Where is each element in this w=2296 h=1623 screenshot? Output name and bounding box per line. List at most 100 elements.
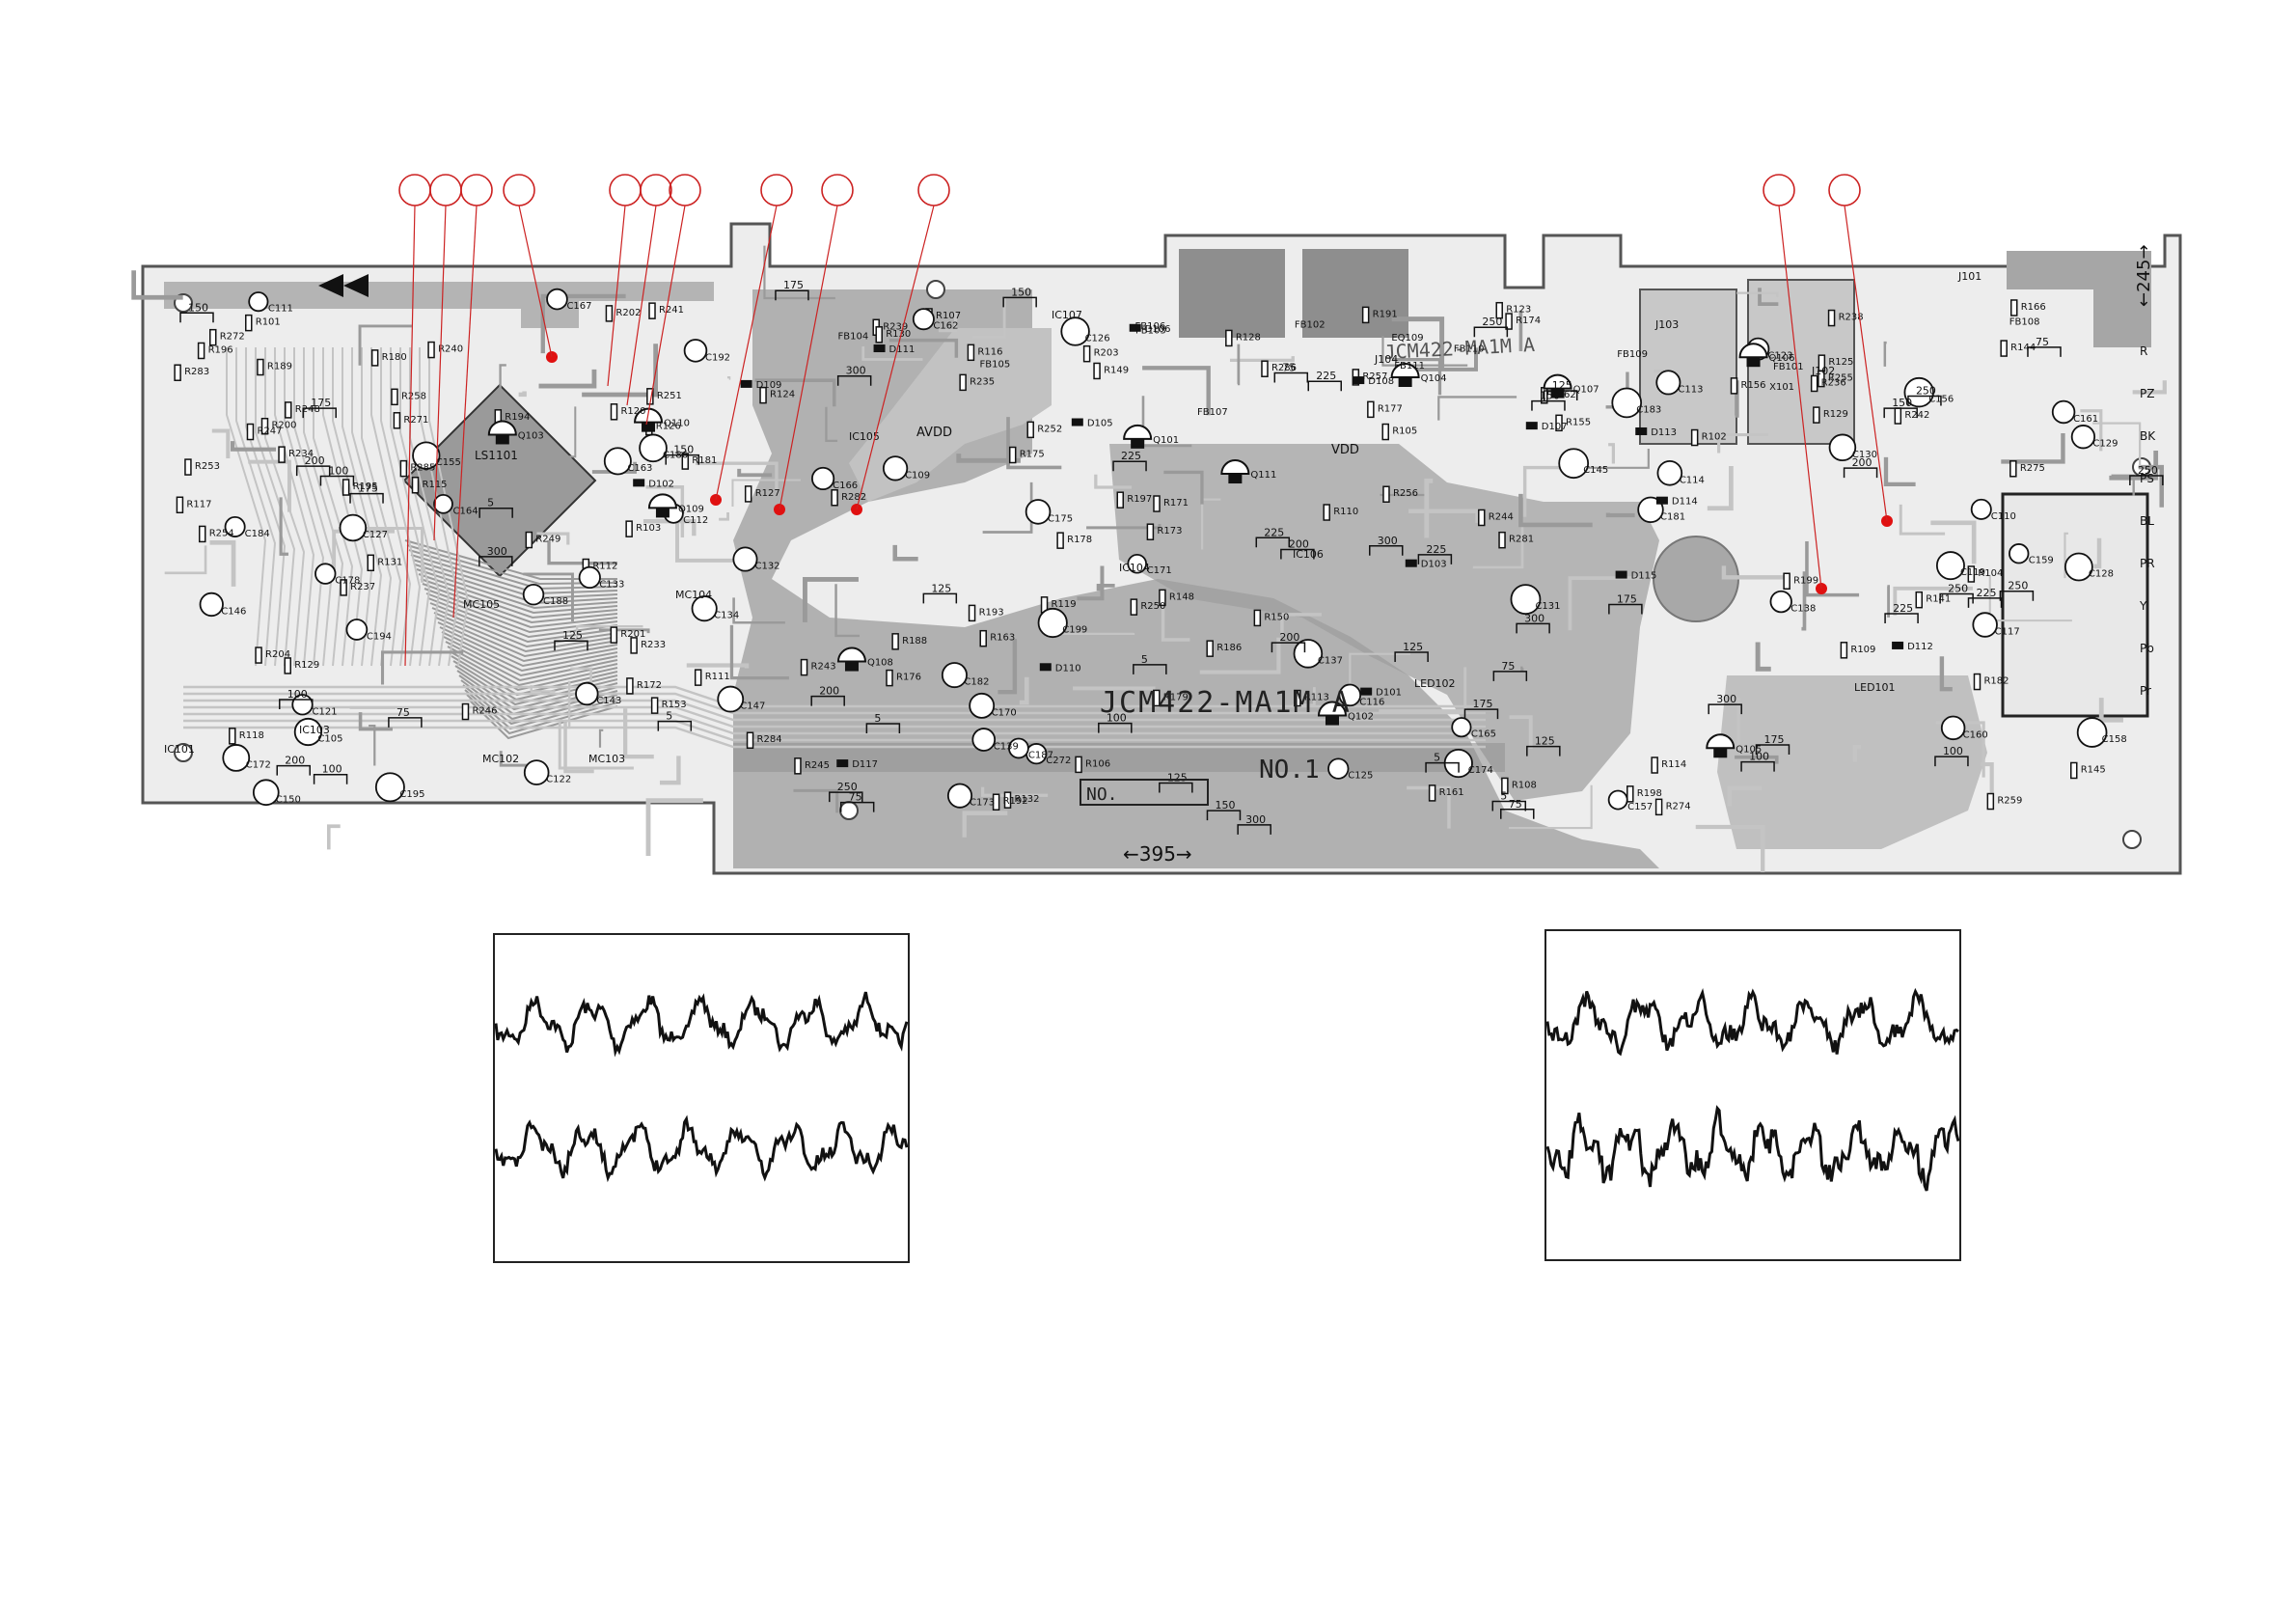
pcb-trace (536, 532, 570, 545)
wire-value: 75 (1509, 798, 1522, 811)
pcb-trace (1199, 637, 1281, 674)
callout-leader (626, 205, 657, 406)
pcb-trace (1695, 824, 1765, 872)
component-label: C188 (543, 596, 568, 607)
wire-value: 125 (1552, 379, 1572, 392)
component-label: C111 (268, 304, 293, 315)
transistor-tab (1228, 474, 1243, 484)
wire-stub (1159, 782, 1193, 793)
component-label: C157 (1627, 802, 1653, 812)
wire-stub (1255, 536, 1291, 548)
component-label: R257 (1362, 371, 1387, 382)
edge-label: BK (2140, 429, 2156, 443)
pcb-trace (1509, 784, 1593, 830)
pcb-trace (2080, 409, 2103, 452)
resistor (197, 342, 205, 360)
wire-stub (1608, 603, 1643, 615)
component-label: R126 (656, 422, 681, 432)
component-label: C109 (905, 470, 930, 481)
capacitor (293, 717, 323, 747)
pcb-trace (1349, 652, 1411, 689)
pcb-trace (674, 523, 750, 563)
resistor (208, 328, 217, 346)
wire-value: 175 (1472, 698, 1492, 710)
component-label: C272 (1046, 756, 1071, 766)
component-label: C113 (1678, 384, 1703, 395)
transistor (1220, 459, 1250, 476)
transistor (836, 646, 866, 663)
pcb-trace (1735, 755, 1779, 764)
component-label: R286 (1271, 363, 1297, 373)
bus-trace (183, 692, 1486, 715)
component-label: R108 (1512, 780, 1537, 790)
resistor (391, 388, 398, 406)
capacitor (345, 619, 369, 641)
component-label: R259 (1997, 796, 2022, 807)
bus-trace (416, 568, 618, 610)
component-label: FB101 (1773, 362, 1804, 372)
component-label: C187 (1028, 750, 1053, 760)
pcb-trace (518, 391, 527, 398)
diode (1525, 422, 1538, 430)
pcb-trace (516, 680, 571, 729)
resistor (1810, 374, 1818, 393)
edge-label: Pb (2140, 642, 2154, 655)
component-label: R116 (977, 346, 1002, 357)
wire-stub (478, 556, 513, 566)
capacitor (523, 759, 550, 785)
pcb-trace (358, 324, 412, 366)
component-label: C105 (317, 733, 342, 744)
pcb-trace (1161, 592, 1190, 642)
bus-trace (447, 646, 618, 687)
diode (740, 379, 752, 388)
resistor (1915, 591, 1924, 609)
wire-stub (1112, 460, 1147, 472)
component-label: R153 (662, 700, 687, 710)
pcb-trace (1408, 509, 1480, 523)
component-label: C129 (2092, 439, 2118, 450)
component-label: R189 (267, 362, 292, 372)
pcb-trace (971, 296, 1006, 339)
callout-leader (779, 205, 838, 510)
pcb-trace (1893, 586, 1973, 616)
component-label: Q108 (867, 658, 893, 669)
component-label: R285 (410, 463, 435, 474)
wire-value: 75 (2036, 336, 2049, 348)
resistor (1082, 344, 1091, 363)
pcb-trace (1721, 565, 1790, 580)
transistor (1390, 363, 1420, 379)
component-label: R177 (1378, 403, 1403, 414)
component-label: C146 (221, 606, 246, 617)
resistor (681, 453, 690, 470)
mount-hole (839, 801, 859, 820)
component-label: R113 (1304, 693, 1329, 703)
resistor (285, 401, 292, 419)
pcb-trace (1094, 474, 1133, 489)
component-label: R256 (1393, 488, 1418, 499)
capacitor (946, 783, 973, 809)
wire-stub (1307, 380, 1342, 392)
bus-trace (313, 347, 354, 667)
wire-stub (922, 592, 958, 604)
copper-pour-bottom-strip (733, 743, 1505, 772)
diode (1039, 663, 1052, 672)
wire-value: 300 (1378, 535, 1398, 547)
callout-leader (1778, 205, 1822, 590)
connector-j104-right (1302, 249, 1408, 338)
pcb-trace (1899, 504, 1946, 536)
resistor (1225, 329, 1233, 347)
wire-value: 75 (1282, 362, 1296, 374)
component-label: R178 (1067, 535, 1092, 545)
component-label: R155 (1566, 417, 1591, 427)
component-label: R239 (883, 321, 908, 332)
component-label: D113 (1651, 427, 1677, 438)
label-vdd: VDD (1331, 443, 1359, 457)
pcb-trace (1437, 396, 1517, 421)
resistor (174, 364, 181, 381)
diode (633, 479, 645, 487)
component-label: R172 (637, 680, 662, 691)
diode (1892, 641, 1904, 649)
component-label: R149 (1104, 365, 1129, 375)
resistor (176, 496, 184, 514)
wire-value: 175 (783, 279, 804, 291)
